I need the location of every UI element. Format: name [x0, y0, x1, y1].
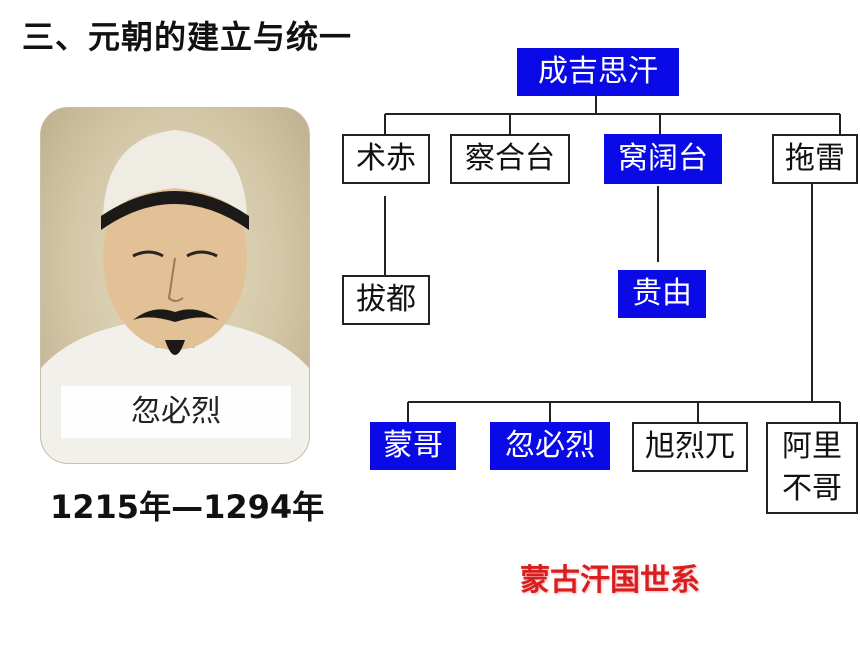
portrait-caption: 忽必烈	[61, 386, 291, 438]
diagram-caption: 蒙古汗国世系	[520, 563, 700, 598]
node-mongke: 蒙哥	[370, 422, 456, 470]
node-genghis-khan: 成吉思汗	[517, 48, 679, 96]
node-ogedei: 窝阔台	[604, 134, 722, 184]
slide-title: 三、元朝的建立与统一	[22, 18, 353, 56]
node-ariq-boke-line1: 阿里	[782, 429, 842, 464]
node-chagatai: 察合台	[450, 134, 570, 184]
node-tolui: 拖雷	[772, 134, 858, 184]
node-guyuk: 贵由	[618, 270, 706, 318]
node-ariq-boke-line2: 不哥	[782, 471, 842, 506]
node-jochi: 术赤	[342, 134, 430, 184]
node-hulagu: 旭烈兀	[632, 422, 748, 472]
lifespan-years: 1215年—1294年	[50, 488, 325, 526]
node-kublai: 忽必烈	[490, 422, 610, 470]
node-ariq-boke: 阿里 不哥	[766, 422, 858, 514]
node-batu: 拔都	[342, 275, 430, 325]
portrait-kublai-khan: 忽必烈	[40, 107, 310, 464]
